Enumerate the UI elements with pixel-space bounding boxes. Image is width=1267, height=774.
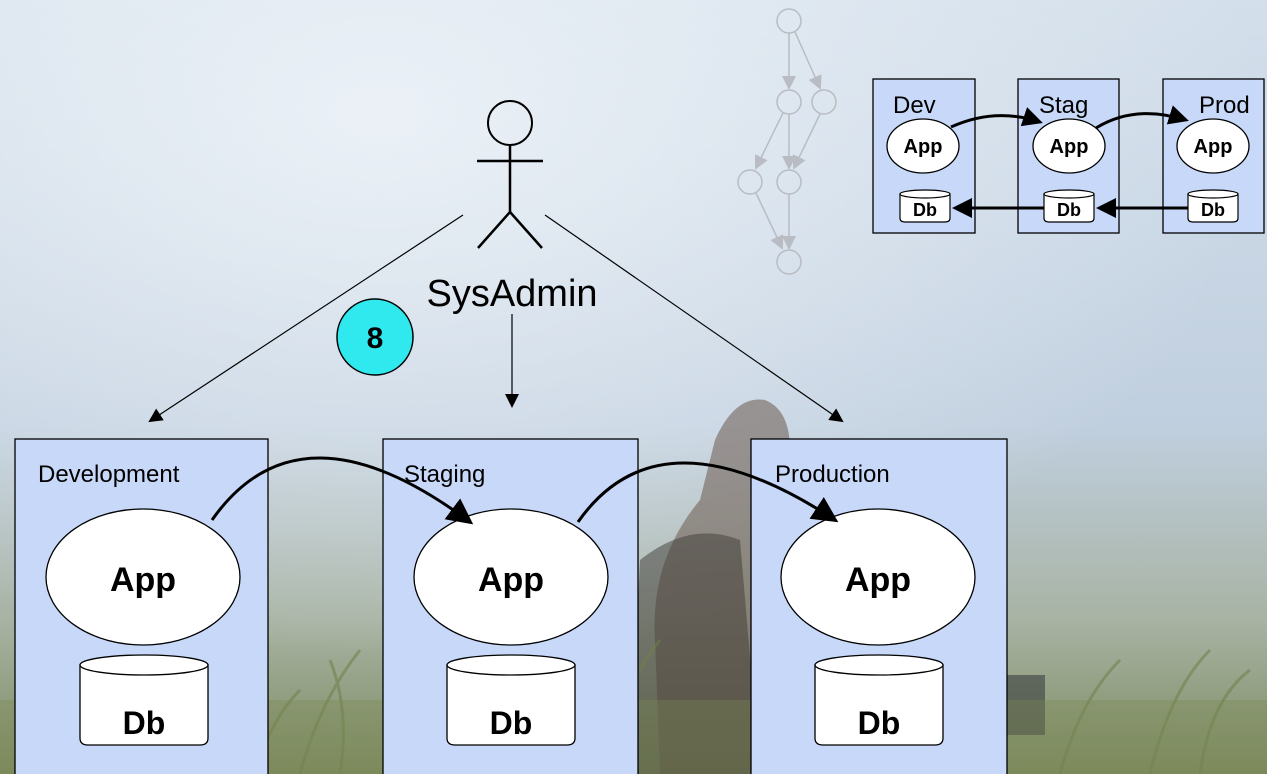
mini-app-label: App — [904, 136, 943, 158]
promotion-arrows — [210, 456, 839, 525]
db-label: Db — [490, 705, 533, 741]
mini-db-label: Db — [1057, 200, 1081, 220]
decorative-graph-icon — [737, 8, 837, 275]
admin-arrows — [148, 214, 844, 423]
step-badge: 8 — [336, 298, 414, 376]
environment-label: Development — [38, 461, 180, 488]
app-label: App — [110, 561, 176, 599]
environment-production: Production App Db — [750, 438, 1008, 774]
db-label: Db — [858, 705, 901, 741]
environment-label: Production — [775, 461, 890, 488]
mini-db-cylinder: Db — [1187, 189, 1239, 223]
mini-env-label: Prod — [1199, 92, 1250, 119]
mini-env-label: Stag — [1039, 92, 1088, 119]
db-label: Db — [123, 705, 166, 741]
mini-env-label: Dev — [893, 92, 936, 119]
mini-environment-dev: Dev App Db — [872, 78, 976, 234]
mini-environment-prod: Prod App Db — [1162, 78, 1265, 234]
mini-db-cylinder: Db — [899, 189, 951, 223]
db-cylinder: Db — [79, 654, 209, 746]
mini-app-label: App — [1194, 136, 1233, 158]
app-node — [45, 508, 241, 646]
db-cylinder: Db — [814, 654, 944, 746]
mini-db-label: Db — [913, 200, 937, 220]
db-cylinder: Db — [446, 654, 576, 746]
app-node — [780, 508, 976, 646]
mini-flow-arrows — [950, 105, 1189, 218]
actor-label: SysAdmin — [426, 273, 597, 315]
app-label: App — [478, 561, 544, 599]
mini-app-node — [886, 118, 960, 174]
mini-app-label: App — [1050, 136, 1089, 158]
environment-development: Development App Db — [14, 438, 269, 774]
sysadmin-actor-icon — [477, 100, 543, 249]
environment-label: Staging — [404, 461, 485, 488]
mini-db-label: Db — [1201, 200, 1225, 220]
app-node — [413, 508, 609, 646]
mini-app-node — [1176, 118, 1250, 174]
environment-staging: Staging App Db — [382, 438, 639, 774]
step-badge-number: 8 — [367, 322, 384, 355]
mini-environment-stag: Stag App Db — [1017, 78, 1120, 234]
mini-app-node — [1032, 118, 1106, 174]
app-label: App — [845, 561, 911, 599]
mini-db-cylinder: Db — [1043, 189, 1095, 223]
